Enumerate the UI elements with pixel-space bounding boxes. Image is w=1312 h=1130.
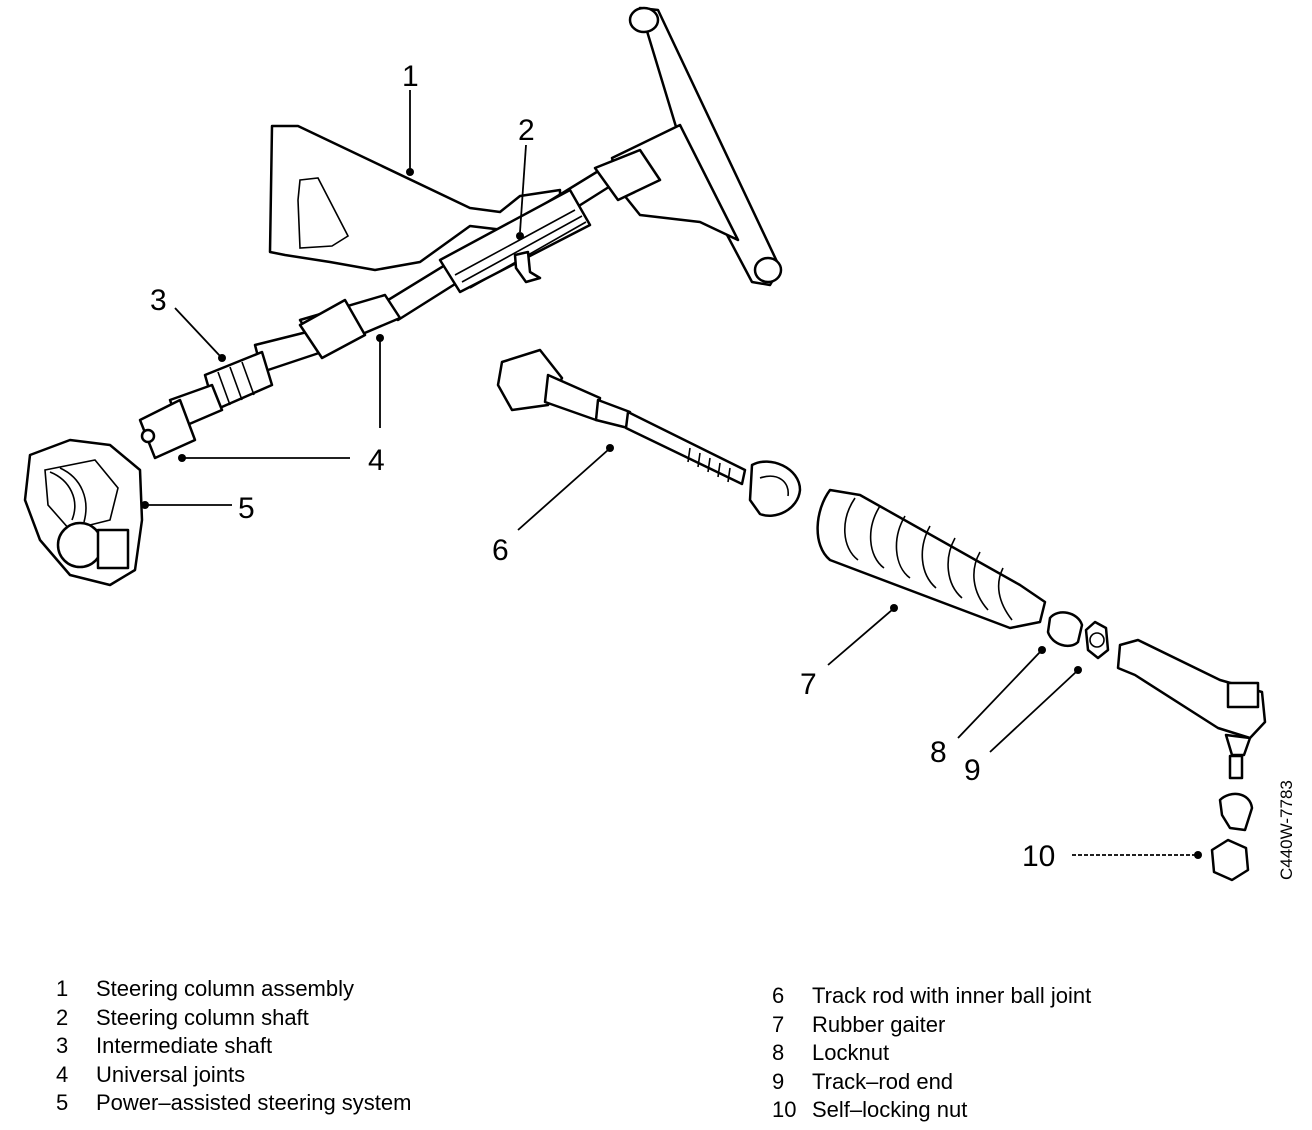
legend-label: Universal joints [96, 1061, 246, 1087]
legend-label: Locknut [812, 1040, 890, 1065]
legend-label: Power–assisted steering system [96, 1090, 412, 1115]
legend-right: 6 Track rod with inner ball joint 7 Rubber… [772, 982, 1091, 1125]
legend-item: 10 Self–locking nut [772, 1096, 1091, 1125]
legend-item: 4 Universal joints [56, 1061, 411, 1090]
legend-label: Steering column assembly [96, 976, 355, 1001]
legend-label: Track rod with inner ball joint [812, 983, 1092, 1008]
legend-number: 5 [56, 1090, 69, 1115]
legend-number: 8 [772, 1040, 785, 1065]
legend-number: 6 [772, 983, 785, 1008]
self-locking-nut [1210, 792, 1254, 882]
legend-number: 3 [56, 1033, 69, 1058]
power-steering-box [23, 438, 144, 587]
legend-number: 9 [772, 1068, 785, 1094]
legend-number: 2 [56, 1004, 69, 1030]
callout-4: 4 [368, 444, 385, 477]
legend-number: 1 [56, 976, 69, 1001]
legend-item: 5 Power–assisted steering system [56, 1089, 411, 1118]
universal-joints [138, 298, 367, 460]
legend-item: 3 Intermediate shaft [56, 1032, 411, 1061]
rubber-gaiter [816, 488, 1047, 630]
legend-item: 9 Track–rod end [772, 1068, 1091, 1097]
callout-5: 5 [238, 492, 255, 525]
leader-lines [141, 90, 1202, 859]
figure-code: C440W-7783 [1277, 780, 1296, 880]
track-rod-end-nut [1084, 620, 1110, 660]
legend-item: 7 Rubber gaiter [772, 1011, 1091, 1040]
legend-item: 1 Steering column assembly [56, 975, 411, 1004]
legend-label: Rubber gaiter [812, 1011, 946, 1037]
locknut [1046, 611, 1084, 648]
callout-2: 2 [518, 114, 535, 147]
legend-label: Self–locking nut [812, 1097, 968, 1122]
callout-6: 6 [492, 534, 509, 567]
legend-left: 1 Steering column assembly 2 Steering colu… [56, 975, 411, 1118]
legend-item: 6 Track rod with inner ball joint [772, 982, 1091, 1011]
callout-9: 9 [964, 754, 981, 787]
legend-label: Intermediate shaft [96, 1033, 273, 1058]
callout-10: 10 [1022, 840, 1055, 873]
legend-number: 4 [56, 1061, 69, 1087]
legend-number: 7 [772, 1011, 785, 1037]
callout-1: 1 [402, 60, 419, 93]
callout-3: 3 [150, 284, 167, 317]
steering-wheel [610, 6, 783, 287]
intermediate-shaft [168, 293, 402, 430]
legend-item: 2 Steering column shaft [56, 1004, 411, 1033]
legend-label: Track–rod end [812, 1068, 954, 1094]
legend-label: Steering column shaft [96, 1004, 309, 1030]
callout-7: 7 [800, 668, 817, 701]
legend-item: 8 Locknut [772, 1039, 1091, 1068]
callout-8: 8 [930, 736, 947, 769]
steering-column-shaft [378, 148, 662, 322]
track-rod [496, 348, 802, 517]
track-rod-end [1116, 638, 1267, 780]
legend-number: 10 [772, 1097, 797, 1122]
